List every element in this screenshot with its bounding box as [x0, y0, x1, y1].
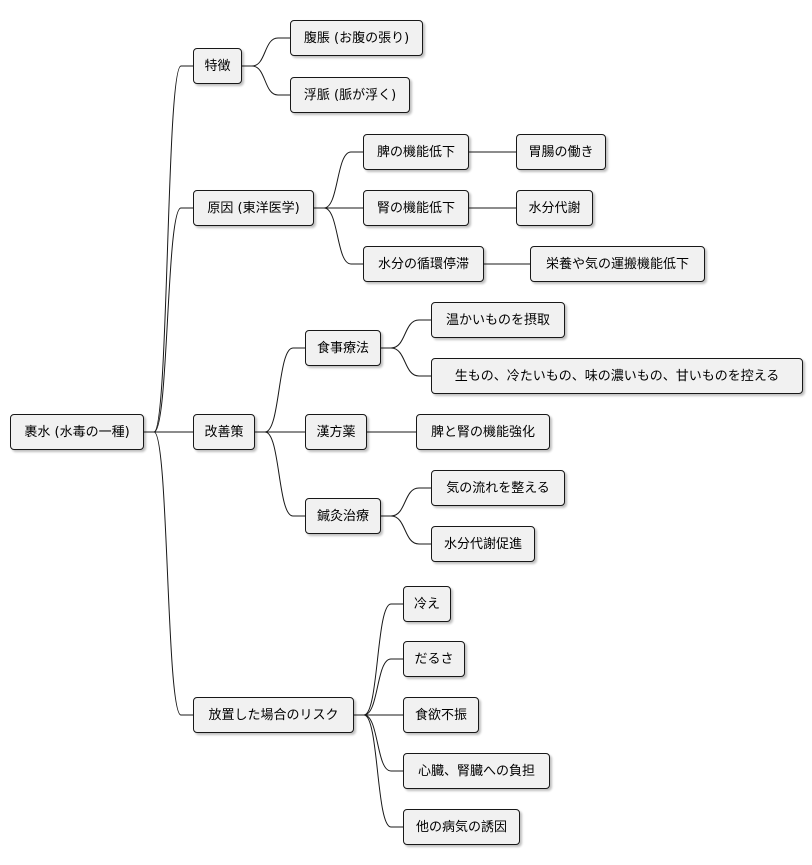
connector-b4-b4c4	[354, 714, 403, 772]
leaf-loss-of-appetite[interactable]: 食欲不振	[403, 697, 479, 733]
connector-b3-b3c3	[255, 431, 305, 517]
leaf-floating-pulse[interactable]: 浮脈 (脈が浮く)	[290, 77, 410, 113]
connector-b3c1-b3c1a	[381, 319, 431, 349]
leaf-heart-kidney-burden[interactable]: 心臓、腎臓への負担	[403, 753, 550, 789]
leaf-avoid-foods[interactable]: 生もの、冷たいもの、味の濃いもの、甘いものを控える	[431, 358, 803, 394]
connector-b4-b4c5	[354, 714, 403, 828]
leaf-balance-qi-flow[interactable]: 気の流れを整える	[431, 470, 565, 506]
node-water-stagnation[interactable]: 水分の循環停滞	[363, 246, 484, 282]
leaf-abdominal-bloating[interactable]: 腹脹 (お腹の張り)	[290, 20, 423, 56]
branch-risks[interactable]: 放置した場合のリスク	[193, 697, 354, 733]
root-node[interactable]: 裹水 (水毒の一種)	[10, 414, 144, 450]
leaf-trigger-other-disease[interactable]: 他の病気の誘因	[403, 809, 520, 845]
connector-b1-b1c1	[242, 37, 290, 67]
connector-b3-b3c1	[255, 347, 305, 433]
leaf-gut-function[interactable]: 胃腸の働き	[516, 134, 606, 170]
connector-b1-b1c2	[242, 65, 290, 96]
node-kampo-medicine[interactable]: 漢方薬	[305, 414, 367, 450]
leaf-transport-decline[interactable]: 栄養や気の運搬機能低下	[530, 246, 705, 282]
branch-causes[interactable]: 原因 (東洋医学)	[193, 190, 314, 226]
connector-b3c3-b3c3a	[381, 487, 431, 517]
node-acupuncture[interactable]: 鍼灸治療	[305, 498, 381, 534]
connector-b4-b4c2	[354, 658, 403, 716]
branch-remedies[interactable]: 改善策	[193, 414, 255, 450]
leaf-eat-warm-food[interactable]: 温かいものを摂取	[431, 302, 565, 338]
leaf-coldness[interactable]: 冷え	[403, 586, 451, 622]
leaf-strengthen-spleen-kidney[interactable]: 脾と腎の機能強化	[416, 414, 550, 450]
branch-features[interactable]: 特徴	[193, 48, 242, 84]
leaf-water-metabolism[interactable]: 水分代謝	[516, 190, 593, 226]
node-diet-therapy[interactable]: 食事療法	[305, 330, 381, 366]
connector-root-b2	[144, 207, 193, 433]
connector-b3c1-b3c1b	[381, 347, 431, 377]
connector-b4-b4c1	[354, 603, 403, 716]
connector-b2-b2c3	[314, 207, 363, 265]
connector-b3c3-b3c3b	[381, 515, 431, 545]
connector-root-b1	[144, 65, 193, 433]
connector-b2-b2c1	[314, 151, 363, 209]
connector-root-b4	[144, 431, 193, 716]
leaf-promote-water-metabolism[interactable]: 水分代謝促進	[431, 526, 535, 562]
node-spleen-decline[interactable]: 脾の機能低下	[363, 134, 469, 170]
leaf-fatigue[interactable]: だるさ	[403, 641, 465, 677]
node-kidney-decline[interactable]: 腎の機能低下	[363, 190, 469, 226]
